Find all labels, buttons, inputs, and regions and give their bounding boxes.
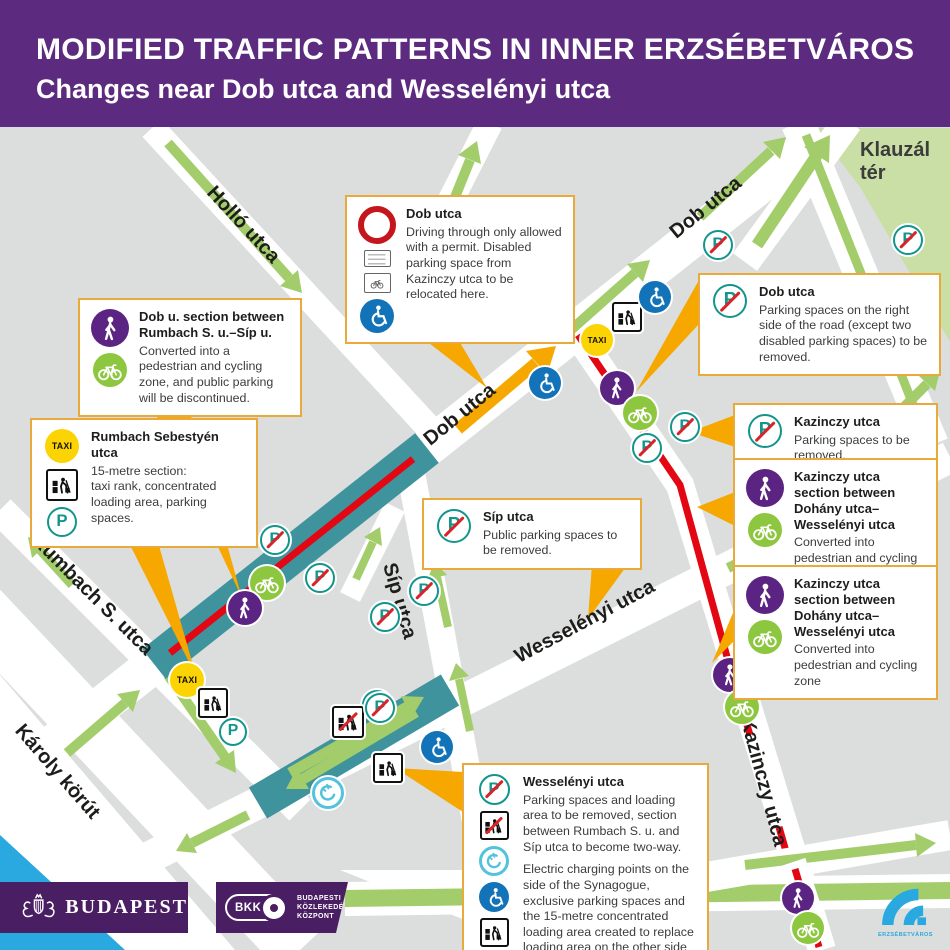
no-parking-icon: P xyxy=(409,576,439,606)
loading-zone-icon xyxy=(373,753,403,783)
disabled-parking-icon xyxy=(360,299,394,333)
pedestrian-zone-icon xyxy=(746,469,784,507)
bkk-logo-circle xyxy=(260,894,288,922)
header: MODIFIED TRAFFIC PATTERNS IN INNER ERZSÉ… xyxy=(0,0,950,127)
callout-body: Electric charging points on the side of … xyxy=(523,862,694,950)
page-subtitle: Changes near Dob utca and Wesselényi utc… xyxy=(36,74,611,104)
callout-title: Síp utca xyxy=(483,509,534,524)
loading-zone-icon xyxy=(198,688,228,718)
callout-body: Parking spaces and loading area to be re… xyxy=(523,792,682,854)
permit-sign-icon xyxy=(363,250,391,267)
cycling-zone-icon xyxy=(623,396,657,430)
disabled-parking-icon xyxy=(479,882,509,912)
erzsebetvaros-logo-mark xyxy=(882,888,926,926)
page-title: MODIFIED TRAFFIC PATTERNS IN INNER ERZSÉ… xyxy=(36,33,915,66)
callout-body: Driving through only allowed with a perm… xyxy=(406,224,562,302)
budapest-footer-bar: BUDAPEST xyxy=(0,882,188,933)
callout-wesselenyi: P Wesselényi utca Parking spaces and loa… xyxy=(462,763,709,950)
callout-title: Dob u. section between Rumbach S. u.–Síp… xyxy=(139,309,285,340)
pedestrian-zone-icon xyxy=(91,309,129,347)
callout-title: Kazinczy utca section between Dohány utc… xyxy=(794,576,896,639)
no-parking-icon: P xyxy=(370,602,400,632)
e-charging-icon xyxy=(479,846,509,876)
no-parking-icon: P xyxy=(893,225,923,255)
pedestrian-zones xyxy=(142,433,460,819)
no-entry-icon xyxy=(358,206,396,244)
loading-zone-icon xyxy=(479,918,509,947)
parking-icon: P xyxy=(219,718,247,746)
bottom-left-block xyxy=(0,675,235,950)
parking-icon: P xyxy=(47,507,77,537)
no-parking-icon: P xyxy=(260,525,290,555)
no-parking-icon: P xyxy=(703,230,733,260)
taxi-icon: TAXI xyxy=(581,324,613,356)
dob-red-route xyxy=(167,456,416,656)
erzsebetvaros-logo: ERZSÉBETVÁROS xyxy=(878,884,933,938)
klauzal-ter-area xyxy=(815,128,950,342)
erzsebetvaros-logo-text: ERZSÉBETVÁROS xyxy=(878,932,933,938)
cycling-zone-icon xyxy=(748,620,782,654)
callout-body: Parking spaces on the right side of the … xyxy=(759,302,928,364)
callout-dob-section: Dob u. section between Rumbach S. u.–Síp… xyxy=(78,298,302,418)
loading-zone-icon xyxy=(612,302,642,332)
pedestrian-zone-icon xyxy=(746,576,784,614)
no-parking-icon: P xyxy=(437,509,471,543)
callout-title: Wesselényi utca xyxy=(523,774,624,789)
area-label-klauzal: Klauzál tér xyxy=(860,139,931,184)
callout-dob-right: P Dob utca Parking spaces on the right s… xyxy=(698,273,941,377)
callout-body: Converted into pedestrian and cycling zo… xyxy=(794,642,918,688)
callout-body: Converted into a pedestrian and cycling … xyxy=(139,343,274,405)
no-parking-icon: P xyxy=(713,284,747,318)
no-parking-icon: P xyxy=(748,414,782,448)
callout-title: Dob utca xyxy=(406,206,462,221)
callout-kazinczy-section-2: Kazinczy utca section between Dohány utc… xyxy=(733,565,938,701)
no-parking-icon: P xyxy=(632,433,662,463)
callout-dob-top: Dob utca Driving through only allowed wi… xyxy=(345,195,575,344)
pedestrian-zone-icon xyxy=(782,882,814,914)
callout-rumbach: TAXI P Rumbach Sebestyén utca 15-metre s… xyxy=(30,418,258,548)
no-parking-icon: P xyxy=(305,563,335,593)
cycling-zone-icon xyxy=(93,353,127,387)
budapest-logo-text: BUDAPEST xyxy=(65,896,188,918)
loading-zone-icon xyxy=(46,469,78,501)
bkk-org-name: BUDAPESTI KÖZLEKEDÉSI KÖZPONT xyxy=(297,894,352,921)
disabled-parking-icon xyxy=(639,281,671,313)
no-parking-icon: P xyxy=(478,774,510,805)
callout-title: Dob utca xyxy=(759,284,815,299)
bike-permit-sign-icon xyxy=(363,273,391,293)
no-loading-icon xyxy=(479,811,509,840)
no-loading-icon xyxy=(332,706,364,738)
callout-body: taxi rank, concentrated loading area, pa… xyxy=(91,479,217,525)
budapest-coat-of-arms xyxy=(22,893,55,917)
callout-sip: P Síp utca Public parking spaces to be r… xyxy=(422,498,642,571)
callout-title: Rumbach Sebestyén utca xyxy=(91,429,219,460)
taxi-icon: TAXI xyxy=(45,429,79,463)
bkk-logo: BKK xyxy=(225,894,283,921)
no-parking-icon: P xyxy=(365,693,395,723)
no-parking-icon: P xyxy=(670,412,700,442)
callout-body: Public parking spaces to be removed. xyxy=(483,527,618,558)
callout-title: Kazinczy utca xyxy=(794,414,880,429)
disabled-parking-icon xyxy=(421,731,453,763)
pedestrian-zone-icon xyxy=(228,591,262,625)
cycling-zone-icon xyxy=(748,513,782,547)
bkk-footer-bar: BKK BUDAPESTI KÖZLEKEDÉSI KÖZPONT xyxy=(216,882,348,933)
cycling-zone-icon xyxy=(792,912,824,944)
disabled-parking-icon xyxy=(529,367,561,399)
e-charging-icon xyxy=(312,777,344,809)
traffic-map: Holló utca Dob utca Dob utca Rumbach S. … xyxy=(0,127,950,950)
callout-title: Kazinczy utca section between Dohány utc… xyxy=(794,469,896,532)
callout-body: 15-metre section: xyxy=(91,463,187,478)
